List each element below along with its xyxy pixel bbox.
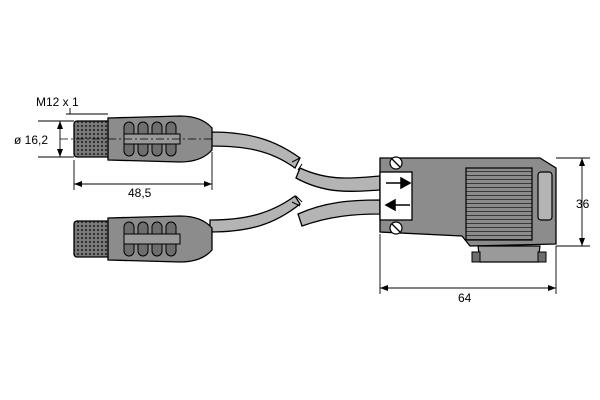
width-label: 64 [458, 291, 472, 305]
sub-d-ribbed-cover [465, 167, 533, 241]
length-label: 48,5 [128, 186, 152, 200]
lower-m12-connector [73, 195, 303, 263]
sub-d-connector [379, 156, 557, 263]
sub-d-plug-nut-left [471, 251, 481, 263]
sub-d-plug [477, 245, 541, 263]
sub-d-side-window [537, 171, 553, 221]
sub-d-terminal-block [379, 171, 413, 221]
dimension-arrowheads [57, 121, 585, 291]
lower-cable [209, 195, 301, 233]
height-label: 36 [576, 197, 590, 211]
lower-grip-band [123, 233, 181, 245]
signal-direction-arrows [384, 176, 412, 212]
diameter-label: ø 16,2 [14, 133, 48, 147]
lower-knurled-nut [73, 220, 111, 258]
upper-cable [209, 131, 301, 169]
upper-cable-break [291, 157, 303, 171]
cable-in-lower [297, 199, 381, 227]
top-screw-icon [389, 156, 403, 170]
sub-d-cables [295, 167, 381, 227]
upper-m12-connector [60, 115, 303, 171]
sub-d-plug-nut-right [537, 251, 547, 263]
thread-size-label: M12 x 1 [36, 95, 79, 109]
cable-in-upper [295, 167, 381, 192]
lower-cable-break [291, 195, 303, 207]
bottom-screw-icon [389, 221, 403, 235]
